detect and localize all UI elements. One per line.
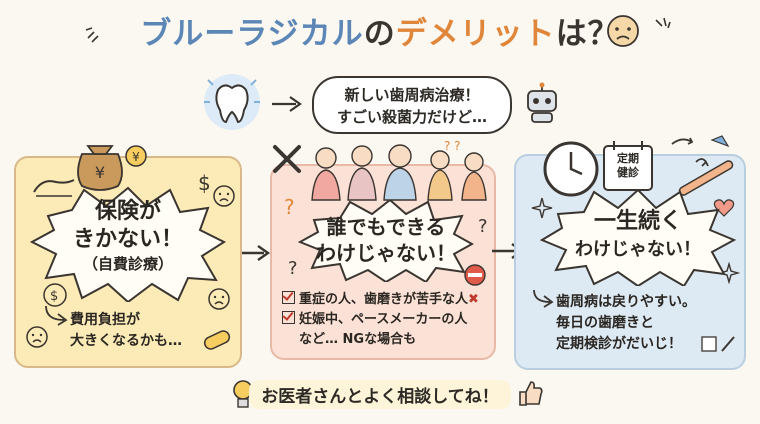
no-entry-sign-icon xyxy=(464,264,486,286)
people-group-illustration: ? ? xyxy=(311,140,487,201)
calendar-label-line2: 健診 xyxy=(617,166,639,179)
panel2-item-2: 妊娠中、ペースメーカーの人 xyxy=(282,310,494,330)
arrow-right-icon xyxy=(242,245,271,261)
sparkle-lines-icon xyxy=(85,27,99,43)
panel3-sub: 歯周病は戻りやすい。 毎日の歯磨きと 定期検診がだいじ！ xyxy=(556,292,742,355)
panel2-item-1-text: 重症の人、歯磨きが苦手な人 xyxy=(299,292,469,307)
footer-text: お医者さんとよく相談してね！ xyxy=(249,380,511,409)
curved-arrow-icon xyxy=(45,305,68,326)
svg-text:?: ? xyxy=(478,216,488,237)
dollar-sign-icon: $ xyxy=(198,171,211,195)
checkbox-checked-icon xyxy=(282,291,295,304)
panel2-item-2-text: 妊娠中、ペースメーカーの人 xyxy=(299,312,468,327)
page-title: ブルーラジカルのデメリットは？ xyxy=(0,8,760,53)
burst-shape xyxy=(540,190,736,286)
question-mark-icon: ? xyxy=(478,216,488,237)
worried-face-icon xyxy=(607,15,639,47)
panel3-sub-line1: 歯周病は戻りやすい。 xyxy=(556,294,696,310)
arrow-right-icon xyxy=(272,96,302,112)
panel1-heading-line1: 保険が xyxy=(94,199,161,224)
panel2-heading-line1: 誰でもできる xyxy=(326,215,446,239)
svg-text:$: $ xyxy=(50,289,58,304)
sad-face-icon xyxy=(26,326,48,348)
panel2-item-3: など… NGな場合も xyxy=(299,332,417,347)
panel1-note: （自費診療） xyxy=(82,255,173,273)
panel2-heading: 誰でもできる わけじゃない！ xyxy=(298,214,474,266)
panel3-sub-line2: 毎日の歯磨きと xyxy=(556,315,654,331)
curved-arrow-icon xyxy=(533,289,554,308)
title-part-blue-radical: ブルーラジカル xyxy=(140,16,364,52)
panel3-heading-line2: わけじゃない！ xyxy=(575,239,701,260)
panel2-list: 重症の人、歯磨きが苦手な人✖ 妊娠中、ペースメーカーの人 など… NGな場合も xyxy=(282,290,494,350)
open-hand-icon xyxy=(33,179,75,197)
panel3-sub-line3: 定期検診がだいじ！ xyxy=(556,336,682,352)
sparkle-lines-icon xyxy=(655,17,671,29)
title-part-demerit: デメリット xyxy=(395,16,556,52)
footer-note: お医者さんとよく相談してね！ xyxy=(0,380,760,409)
svg-text:¥: ¥ xyxy=(95,163,105,182)
cross-mark-icon xyxy=(273,145,301,173)
calendar-label: 定期 健診 xyxy=(604,152,652,180)
red-x-icon: ✖ xyxy=(468,292,479,307)
sad-face-icon xyxy=(208,288,230,310)
speech-bubble: 新しい歯周病治療！ すごい殺菌力だけど… xyxy=(312,76,512,134)
calendar-icon xyxy=(603,141,653,191)
svg-text:? ?: ? ? xyxy=(444,140,461,153)
money-bag-icon: ¥ ¥ xyxy=(77,145,147,191)
panel3-heading-line1: 一生続く xyxy=(593,209,682,234)
speech-line-2: すごい殺菌力だけど… xyxy=(336,108,487,126)
svg-text:¥: ¥ xyxy=(132,150,140,164)
svg-text:?: ? xyxy=(284,195,295,219)
panel1-sub-line1: 費用負担が xyxy=(70,312,140,328)
svg-text:?: ? xyxy=(288,258,298,279)
question-mark-icon: ? xyxy=(284,195,295,219)
calendar-label-line1: 定期 xyxy=(617,152,639,165)
burst-shape xyxy=(29,186,227,302)
panel1-sub: 費用負担が 大きくなるかも… xyxy=(70,310,230,352)
clock-icon xyxy=(543,141,599,197)
title-part-no: の xyxy=(363,16,396,52)
pill-icon xyxy=(203,330,231,350)
svg-text:$: $ xyxy=(198,171,211,195)
robot-icon xyxy=(527,82,557,123)
speech-line-1: 新しい歯周病治療！ xyxy=(344,86,480,104)
question-mark-icon: ? xyxy=(288,258,298,279)
panel1-sub-line2: 大きくなるかも… xyxy=(70,333,182,349)
panel1-heading-line2: きかない！ xyxy=(72,227,183,252)
heart-icon xyxy=(713,199,735,217)
panel2-heading-line2: わけじゃない！ xyxy=(316,241,456,265)
thumbs-up-icon xyxy=(519,381,543,406)
panel1-heading: 保険が きかない！ （自費診療） xyxy=(28,198,228,274)
calendar-and-toothbrush-small-icon xyxy=(701,336,735,352)
checkbox-checked-icon xyxy=(282,311,295,324)
tooth-icon xyxy=(204,74,260,130)
dollar-coin-icon: $ xyxy=(43,283,67,307)
panel3-heading: 一生続く わけじゃない！ xyxy=(540,208,736,264)
burst-shape xyxy=(298,200,474,282)
sparkle-icon xyxy=(531,197,553,219)
panel2-item-1: 重症の人、歯磨きが苦手な人✖ xyxy=(282,290,494,310)
sad-face-icon xyxy=(213,185,235,207)
sparkle-icon xyxy=(718,262,740,284)
